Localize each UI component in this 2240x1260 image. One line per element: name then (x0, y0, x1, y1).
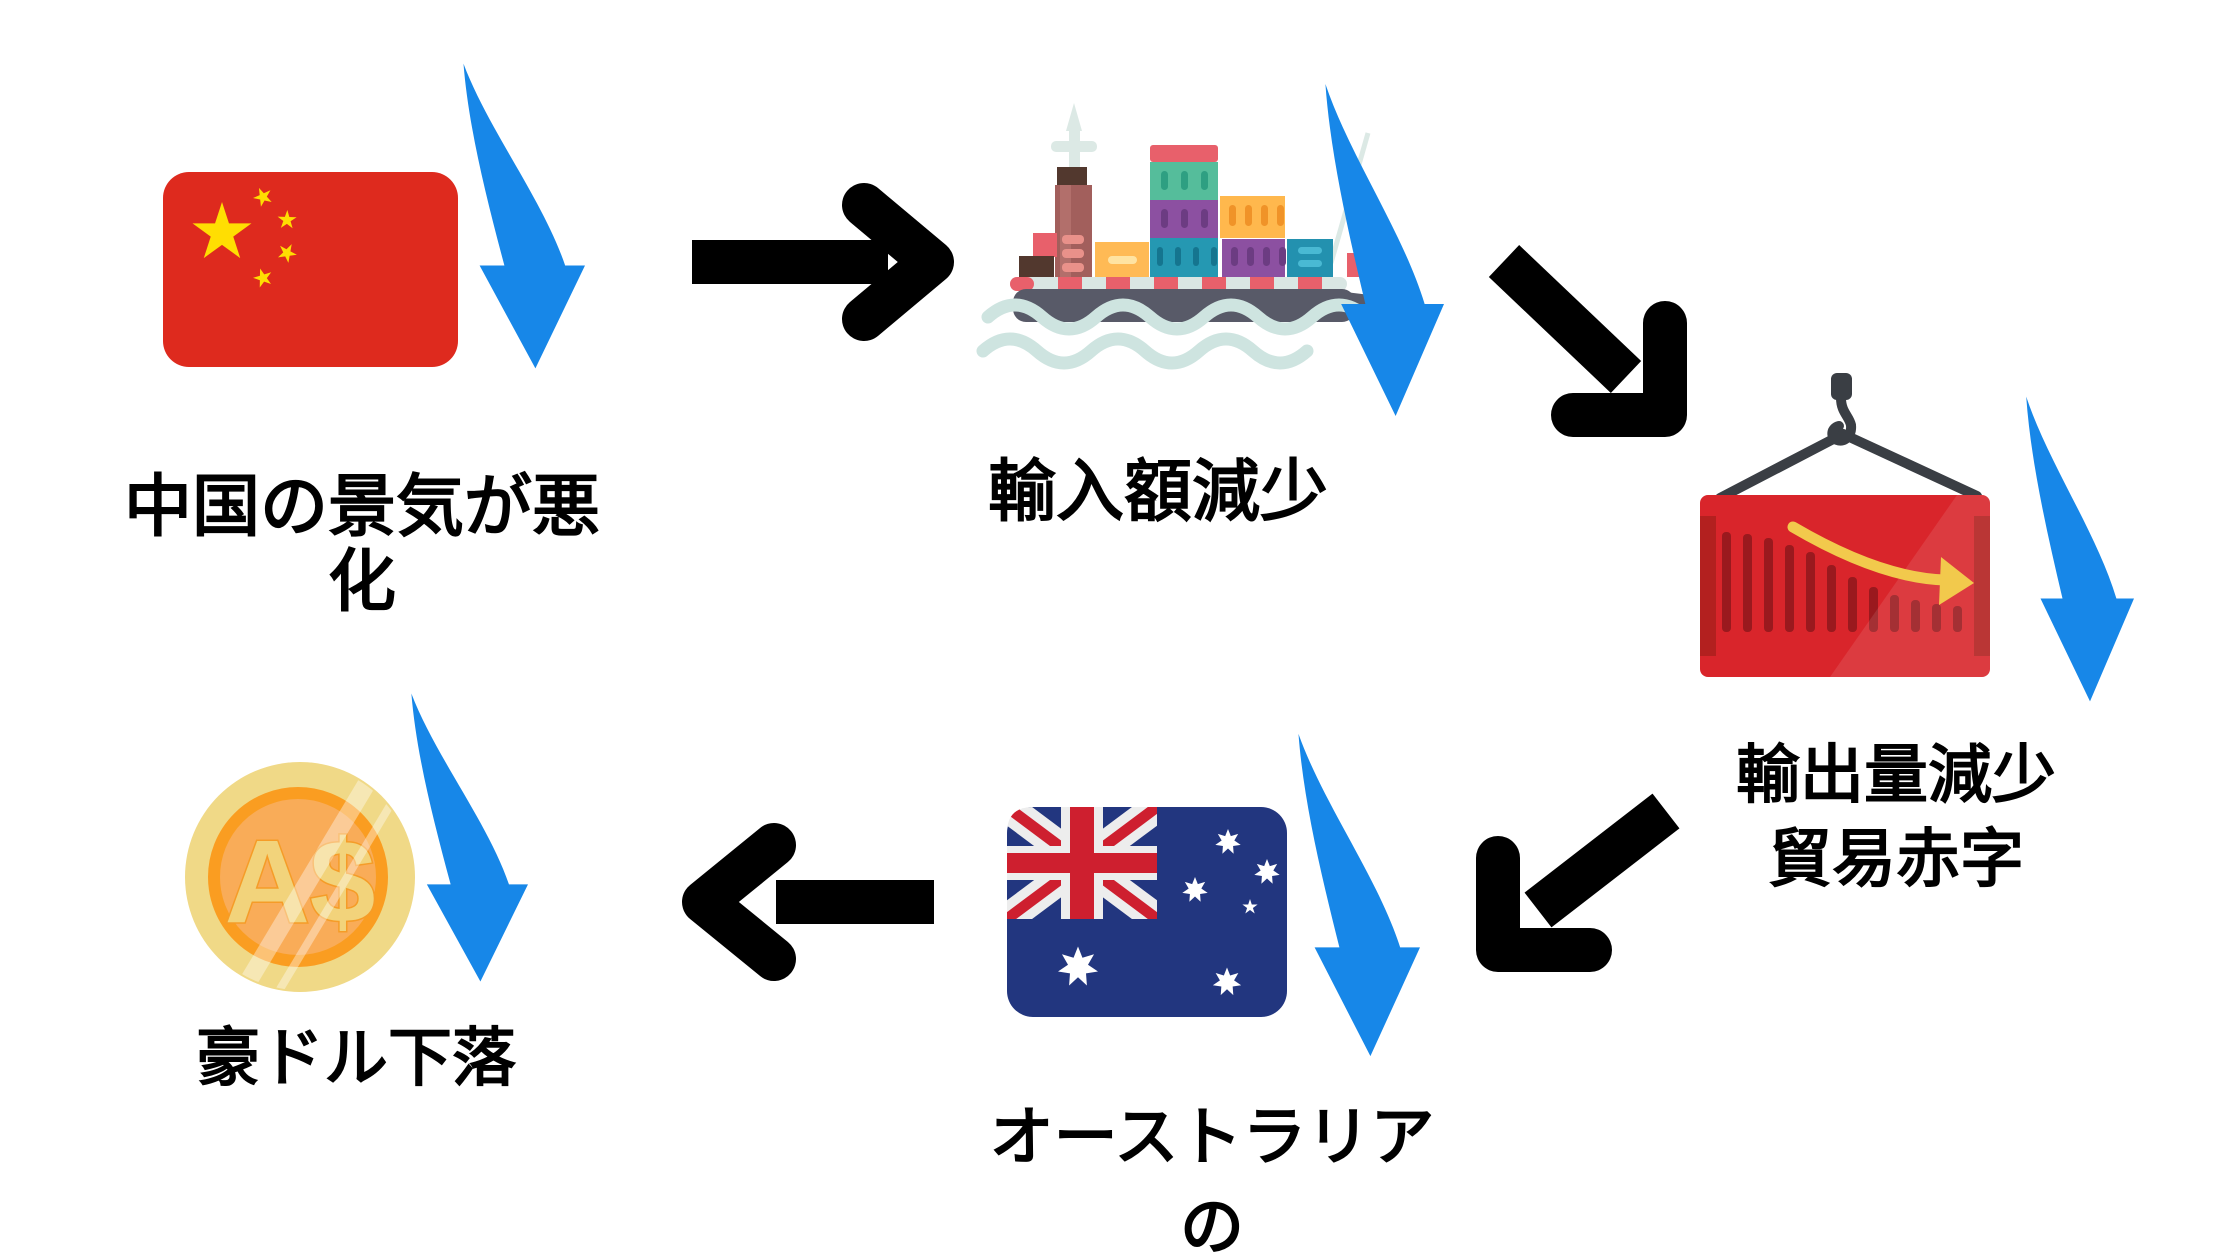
label-aud-decline: 豪ドル下落 (196, 1022, 516, 1094)
label-exports-decrease: 輸出量減少 (1736, 739, 2056, 811)
flow-arrow-down-left-icon (1476, 793, 1680, 972)
china-flag-icon (163, 172, 458, 367)
label-australia: オーストラリアの (989, 1101, 1435, 1260)
decline-arrow-icon (2026, 396, 2134, 702)
flow-arrow-right-icon (692, 183, 954, 341)
decline-arrow-icon (463, 63, 585, 369)
australia-flag-icon (1007, 807, 1287, 1017)
label-australia-group: オーストラリアの 景気が悪化 (962, 1093, 1462, 1260)
flow-arrow-down-right-icon (1488, 245, 1687, 437)
flow-arrow-left-icon (682, 823, 934, 981)
decline-arrow-icon (1298, 733, 1420, 1057)
decline-arrow-icon (1325, 84, 1444, 416)
label-china-economy: 中国の景気が悪化 (123, 469, 600, 620)
coin-currency-symbol: A$ (225, 816, 376, 948)
aud-coin-icon: A$ (185, 762, 415, 992)
union-jack (1007, 807, 1157, 919)
shipping-container-icon (1700, 373, 1990, 677)
label-trade-deficit: 貿易赤字 (1768, 823, 2024, 896)
decline-arrow-icon (411, 693, 528, 982)
label-imports-decrease: 輸入額減少 (987, 454, 1328, 530)
label-exports-group: 輸出量減少 貿易赤字 (1646, 733, 2146, 902)
